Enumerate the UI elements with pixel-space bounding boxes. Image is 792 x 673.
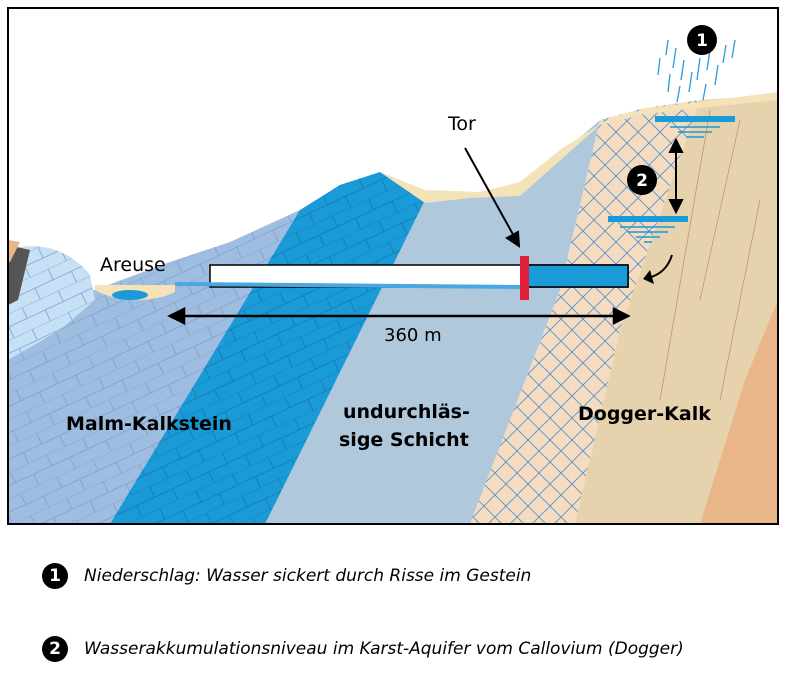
left-dark-rock bbox=[8, 245, 30, 305]
gate-marker bbox=[520, 256, 529, 300]
legend-text-1: Niederschlag: Wasser sickert durch Risse… bbox=[84, 566, 532, 586]
label-areuse: Areuse bbox=[100, 254, 166, 276]
label-distance: 360 m bbox=[384, 325, 442, 346]
label-malm-kalkstein: Malm-Kalkstein bbox=[66, 413, 232, 435]
legend-badge-2: 2 bbox=[42, 636, 68, 662]
label-undurchlaessige-2: sige Schicht bbox=[339, 429, 469, 451]
soil-cover bbox=[380, 92, 778, 203]
tunnel-water-filled bbox=[524, 264, 629, 288]
svg-text:1: 1 bbox=[696, 31, 708, 51]
marker-2: 2 bbox=[627, 165, 657, 195]
legend-item-2: 2 Wasserakkumulationsniveau im Karst-Aqu… bbox=[42, 636, 684, 662]
water-level-low bbox=[608, 216, 688, 243]
impermeable-layer bbox=[265, 120, 600, 524]
diagram-frame bbox=[7, 7, 779, 525]
label-undurchlaessige-1: undurchläs- bbox=[343, 401, 470, 423]
tan-layer bbox=[575, 95, 778, 524]
legend-item-1: 1 Niederschlag: Wasser sickert durch Ris… bbox=[42, 563, 531, 589]
legend-badge-1: 1 bbox=[42, 563, 68, 589]
areuse-water bbox=[112, 290, 148, 300]
tor-pointer-arrow bbox=[464, 147, 521, 248]
label-tor: Tor bbox=[447, 113, 476, 135]
rain-icon bbox=[657, 39, 736, 103]
flow-arrow bbox=[643, 254, 673, 284]
orange-layer bbox=[700, 300, 778, 524]
marker-1: 1 bbox=[687, 25, 717, 55]
label-dogger-kalk: Dogger-Kalk bbox=[578, 403, 711, 425]
water-level-range-arrow bbox=[668, 137, 684, 215]
svg-text:2: 2 bbox=[636, 171, 648, 191]
legend-text-2: Wasserakkumulationsniveau im Karst-Aquif… bbox=[84, 639, 684, 659]
tunnel-flow-line bbox=[174, 282, 526, 289]
distance-arrow bbox=[167, 306, 631, 326]
water-level-high bbox=[655, 116, 735, 138]
